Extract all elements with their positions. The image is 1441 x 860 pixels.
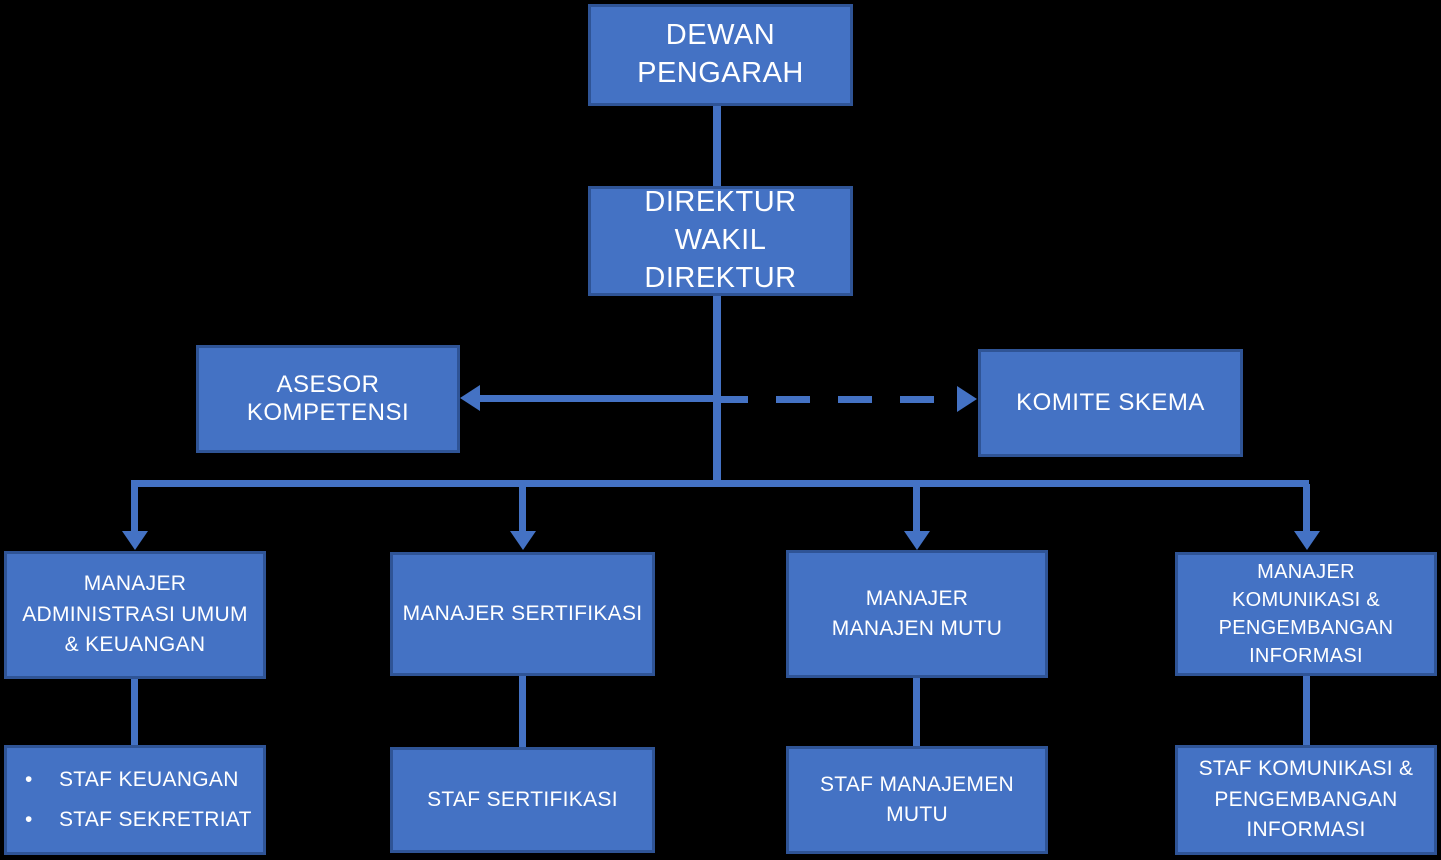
node-label: DIREKTUR WAKIL DIREKTUR (644, 186, 797, 294)
dashed-arrow-to-komite-line (714, 396, 958, 403)
arrow-down-icon (904, 531, 930, 550)
node-manajer-komunikasi-pengembangan-informasi: MANAJER KOMUNIKASI & PENGEMBANGAN INFORM… (1175, 552, 1437, 676)
node-dewan-pengarah: DEWAN PENGARAH (588, 4, 853, 106)
node-direktur-wakil-direktur: DIREKTUR WAKIL DIREKTUR (588, 186, 853, 296)
node-komite-skema: KOMITE SKEMA (978, 349, 1243, 457)
list-item-label: STAF KEUANGAN (59, 767, 239, 791)
connector-distribution-line (131, 480, 1309, 487)
list-item: • STAF SEKRETRIAT (21, 805, 253, 835)
connector-manajer-mutu-staf (913, 676, 920, 748)
drop-line-manajer-mutu (913, 484, 920, 533)
drop-line-manajer-komunikasi (1303, 484, 1310, 533)
arrow-down-icon (1294, 531, 1320, 550)
node-label: ASESOR KOMPETENSI (246, 371, 410, 426)
bullet-icon: • (25, 808, 33, 831)
connector-direktur-trunk (713, 295, 721, 486)
arrow-down-icon (510, 531, 536, 550)
connector-dewan-to-direktur (713, 105, 721, 187)
connector-manajer-komunikasi-staf (1303, 674, 1310, 747)
drop-line-manajer-admin (131, 484, 138, 533)
node-label: STAF SERTIFIKASI (427, 787, 618, 811)
node-manajer-manajen-mutu: MANAJER MANAJEN MUTU (786, 550, 1048, 678)
list-item: • STAF KEUANGAN (21, 765, 253, 795)
node-label: MANAJER ADMINISTRASI UMUM & KEUANGAN (22, 572, 248, 657)
node-staf-sertifikasi: STAF SERTIFIKASI (390, 747, 655, 853)
node-asesor-kompetensi: ASESOR KOMPETENSI (196, 345, 460, 453)
node-label: MANAJER SERTIFIKASI (402, 601, 643, 625)
bullet-icon: • (25, 767, 33, 791)
node-label: STAF MANAJEMEN MUTU (820, 772, 1014, 826)
node-label: KOMITE SKEMA (1016, 389, 1205, 416)
arrow-down-icon (122, 531, 148, 550)
node-staf-manajemen-mutu: STAF MANAJEMEN MUTU (786, 746, 1048, 854)
arrow-to-asesor-line (478, 395, 718, 402)
node-manajer-sertifikasi: MANAJER SERTIFIKASI (390, 552, 655, 676)
drop-line-manajer-sertifikasi (519, 484, 526, 533)
connector-manajer-admin-staf (131, 677, 138, 747)
arrow-right-icon (957, 386, 977, 412)
arrow-left-icon (460, 385, 480, 411)
node-staf-komunikasi-pengembangan-informasi: STAF KOMUNIKASI & PENGEMBANGAN INFORMASI (1175, 745, 1437, 855)
node-label: MANAJER KOMUNIKASI & PENGEMBANGAN INFORM… (1218, 561, 1394, 667)
node-label: MANAJER MANAJEN MUTU (831, 586, 1003, 640)
node-manajer-administrasi-umum-keuangan: MANAJER ADMINISTRASI UMUM & KEUANGAN (4, 551, 266, 679)
connector-manajer-sertifikasi-staf (519, 674, 526, 749)
node-staf-keuangan-sekretriat: • STAF KEUANGAN • STAF SEKRETRIAT (4, 745, 266, 855)
node-label: DEWAN PENGARAH (637, 19, 804, 89)
node-label: STAF KOMUNIKASI & PENGEMBANGAN INFORMASI (1198, 757, 1414, 842)
list-item-label: STAF SEKRETRIAT (59, 808, 252, 831)
